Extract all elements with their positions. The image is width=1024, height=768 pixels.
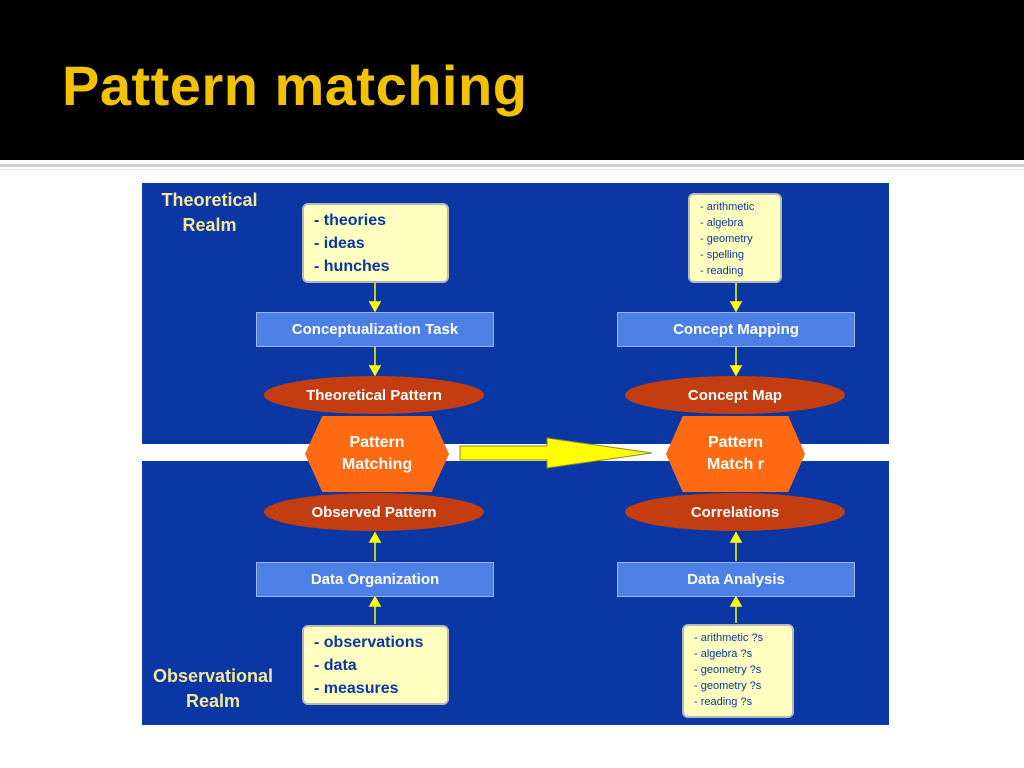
- arrowhead: [368, 301, 382, 313]
- title-bar: Pattern matching: [0, 0, 1024, 160]
- observed-pattern-ellipse: Observed Pattern: [264, 493, 484, 531]
- list-item: - reading: [700, 265, 744, 277]
- arrowhead: [368, 531, 382, 543]
- realm-label-line: Realm: [185, 691, 241, 711]
- theories-box: - theories - ideas - hunches: [302, 203, 449, 283]
- pattern-matching-diagram: Theoretical Realm Observational Realm - …: [142, 183, 889, 725]
- arrowhead: [368, 595, 382, 607]
- arrowhead: [729, 531, 743, 543]
- hexagon-label-line: Matching: [341, 456, 413, 473]
- pattern-match-r-hexagon: Pattern Match r: [666, 416, 805, 492]
- observations-box: - observations - data - measures: [302, 625, 449, 705]
- list-item: - observations: [314, 634, 424, 651]
- theoretical-realm-label: Theoretical Realm: [142, 188, 277, 238]
- list-item: - geometry ?s: [694, 680, 762, 692]
- theoretical-pattern-ellipse: Theoretical Pattern: [264, 376, 484, 414]
- list-item: - arithmetic: [700, 201, 755, 213]
- list-item: - measures: [314, 680, 399, 697]
- arrowhead: [368, 365, 382, 377]
- list-item: - algebra: [700, 217, 744, 229]
- arrowhead: [729, 301, 743, 313]
- data-organization-box: Data Organization: [256, 562, 494, 597]
- pattern-matching-hexagon: Pattern Matching: [305, 416, 449, 492]
- correlations-ellipse: Correlations: [625, 493, 845, 531]
- conceptualization-task-box: Conceptualization Task: [256, 312, 494, 347]
- diagram-connectors: [368, 283, 743, 624]
- realm-label-line: Realm: [182, 215, 237, 235]
- title-rule-thin: [0, 169, 1024, 170]
- list-item: - reading ?s: [694, 696, 753, 708]
- list-item: - geometry ?s: [694, 664, 762, 676]
- test-items-box: - arithmetic ?s - algebra ?s - geometry …: [682, 624, 794, 718]
- data-analysis-box: Data Analysis: [617, 562, 855, 597]
- arrowhead: [729, 595, 743, 607]
- realm-label-line: Theoretical: [161, 190, 258, 210]
- list-item: - hunches: [314, 258, 390, 275]
- list-item: - theories: [314, 212, 387, 229]
- hexagon-label-line: Pattern: [349, 434, 405, 451]
- list-item: - algebra ?s: [694, 648, 753, 660]
- list-item: - data: [314, 657, 357, 674]
- hexagon-label-line: Match r: [707, 456, 764, 473]
- list-item: - arithmetic ?s: [694, 632, 764, 644]
- slide-title: Pattern matching: [62, 54, 528, 117]
- list-item: - geometry: [700, 233, 753, 245]
- observational-realm-label: Observational Realm: [142, 664, 284, 714]
- subjects-box: - arithmetic - algebra - geometry - spel…: [688, 193, 782, 283]
- concept-map-ellipse: Concept Map: [625, 376, 845, 414]
- list-item: - spelling: [700, 249, 745, 261]
- big-right-arrow: [459, 437, 653, 469]
- arrowhead: [729, 365, 743, 377]
- concept-mapping-box: Concept Mapping: [617, 312, 855, 347]
- list-item: - ideas: [314, 235, 365, 252]
- hexagon-label-line: Pattern: [707, 434, 764, 451]
- title-rule: [0, 164, 1024, 167]
- realm-label-line: Observational: [152, 666, 274, 686]
